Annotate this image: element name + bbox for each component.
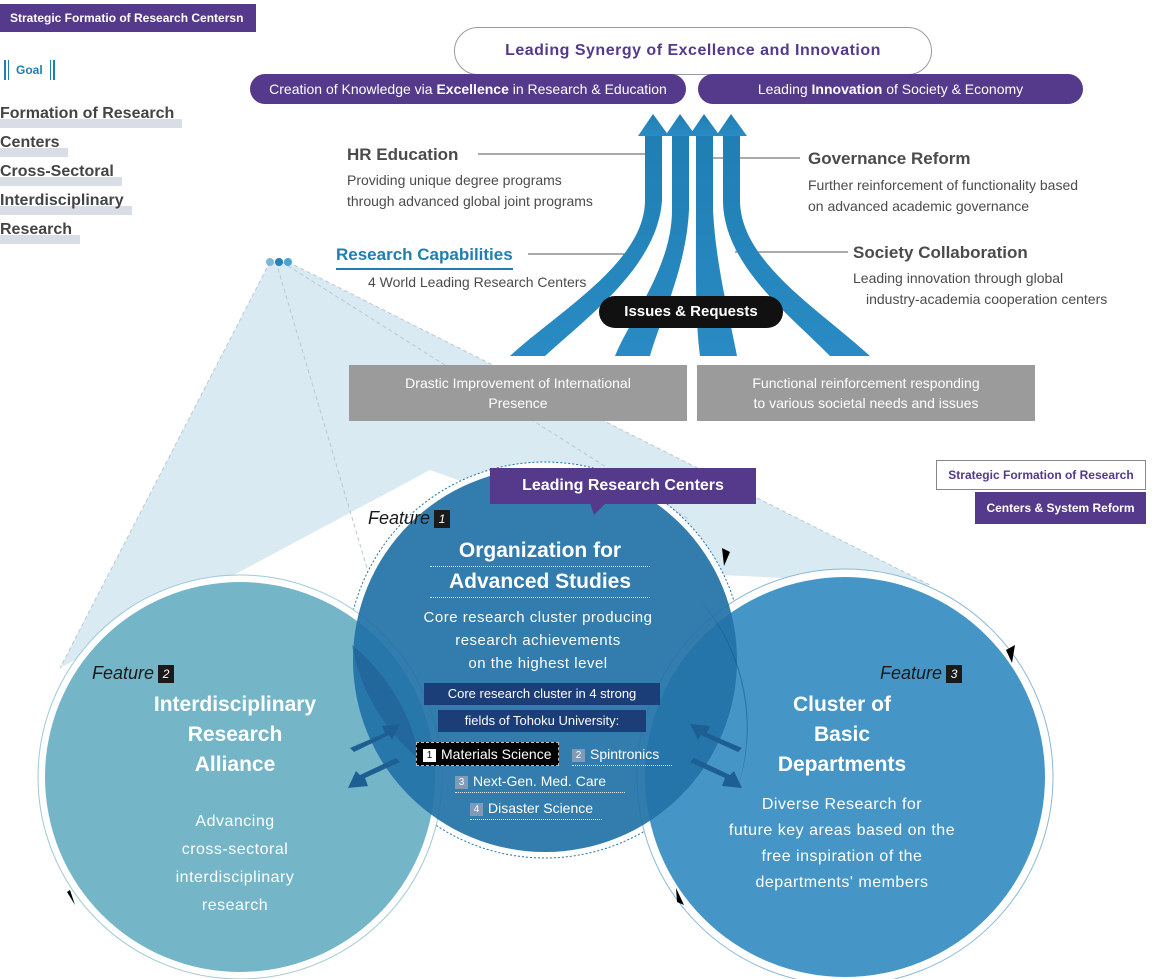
right-interaction-arrows xyxy=(690,724,742,788)
reform-label-2: Centers & System Reform xyxy=(975,492,1146,524)
hr-education-title: HR Education xyxy=(347,145,459,164)
society-line-2: industry-academia cooperation centers xyxy=(866,291,1108,307)
sidebar-line-2: Centers xyxy=(0,131,68,157)
cone-dot-1 xyxy=(266,258,274,266)
right-circle xyxy=(645,577,1045,977)
right-circle-title: Cluster of Basic Departments xyxy=(777,693,907,776)
hr-education-line-1: Providing unique degree programs xyxy=(347,172,562,188)
core-box-line-2: fields of Tohoku University: xyxy=(438,710,646,732)
header-badge: Strategic Formatio of Research Centersn xyxy=(0,4,256,32)
issues-requests-badge: Issues & Requests xyxy=(599,296,783,328)
research-capabilities-title: Research Capabilities xyxy=(336,245,513,270)
goal-label: Goal xyxy=(4,60,55,80)
left-circle-title: Interdisciplinary Research Alliance xyxy=(153,693,317,776)
left-circle-description: Advancing cross-sectoral interdisciplina… xyxy=(175,813,295,914)
research-capabilities-line: 4 World Leading Research Centers xyxy=(368,274,587,290)
reform-label-1: Strategic Formation of Research xyxy=(936,460,1146,490)
excellence-pill: Creation of Knowledge via Excellence in … xyxy=(250,74,686,104)
governance-line-2: on advanced academic governance xyxy=(808,198,1030,214)
sidebar-line-5: Research xyxy=(0,218,81,244)
synergy-title: Leading Synergy of Excellence and Innova… xyxy=(454,27,932,75)
cone-dot-2 xyxy=(275,258,283,266)
left-circle xyxy=(45,582,435,972)
sidebar-line-1: Formation of Research xyxy=(0,102,183,128)
governance-line-1: Further reinforcement of functionality b… xyxy=(808,177,1079,193)
sidebar-line-3: Cross-Sectoral xyxy=(0,160,122,186)
cone-dot-3 xyxy=(284,258,292,266)
leading-research-centers-banner: Leading Research Centers xyxy=(490,468,756,504)
left-interaction-arrows xyxy=(348,724,400,788)
right-circle-description: Diverse Research for future key areas ba… xyxy=(728,796,956,891)
innovation-pill: Leading Innovation of Society & Economy xyxy=(698,74,1083,104)
sidebar-line-4: Interdisciplinary xyxy=(0,189,132,215)
center-description: Core research cluster producing research… xyxy=(423,609,653,672)
society-title: Society Collaboration xyxy=(853,243,1028,262)
core-box-line-1: Core research cluster in 4 strong xyxy=(424,683,660,705)
banner-pointer xyxy=(590,503,606,515)
center-title: Organization for Advanced Studies xyxy=(430,536,650,598)
hr-education-line-2: through advanced global joint programs xyxy=(347,193,593,209)
society-line-1: Leading innovation through global xyxy=(853,270,1064,286)
governance-title: Governance Reform xyxy=(808,149,971,168)
